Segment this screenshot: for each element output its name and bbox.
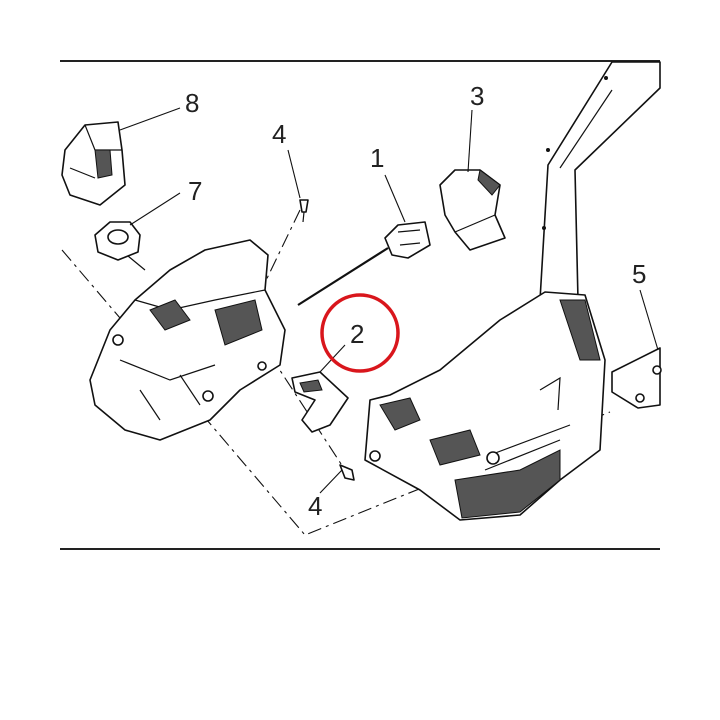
screw-axis-lower	[269, 354, 346, 471]
callout-4-lower: 4	[308, 491, 322, 521]
part-3-cover	[439, 169, 506, 251]
main-housing	[364, 291, 606, 521]
part-7-block	[61, 121, 126, 206]
screw-upper	[299, 199, 309, 223]
highlight-circle	[320, 293, 400, 373]
part-5-bracket	[611, 347, 662, 409]
callout-2: 2	[350, 319, 364, 349]
top-rule	[60, 60, 660, 62]
mounting-block	[89, 239, 286, 441]
part-1-cable	[297, 221, 431, 306]
bottom-rule	[60, 548, 660, 550]
handlebar-frame	[539, 61, 661, 301]
callout-8: 7	[188, 176, 202, 206]
part-2-clip	[291, 371, 349, 433]
screw-lower	[339, 464, 355, 481]
callout-4-upper: 4	[272, 119, 286, 149]
callout-5: 5	[632, 259, 646, 289]
callout-7: 8	[185, 88, 199, 118]
part-8-knob	[94, 221, 146, 271]
callout-1: 1	[370, 143, 384, 173]
callout-3: 3	[470, 81, 484, 111]
